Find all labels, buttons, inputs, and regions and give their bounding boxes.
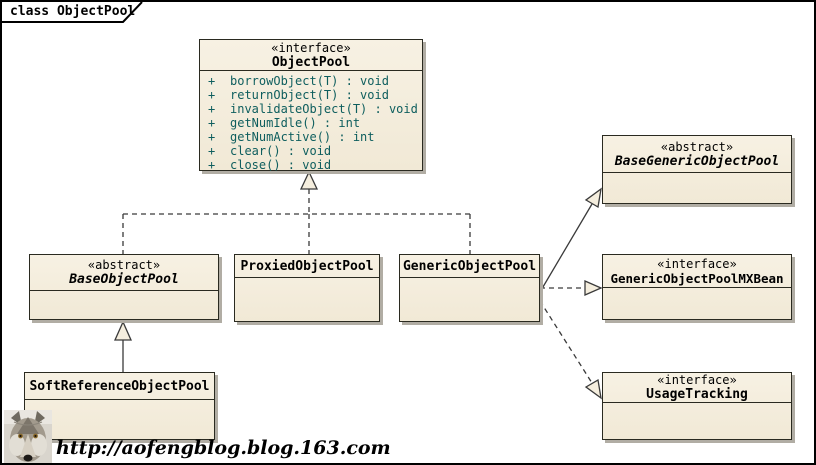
empty-compartment [603,403,791,406]
class-basegenericobjectpool[interactable]: «abstract» BaseGenericObjectPool [602,135,792,204]
method-signature: clear() : void [230,144,332,158]
methods-compartment: + borrowObject(T) : void + returnObject(T)… [200,71,422,172]
empty-compartment [603,288,791,291]
class-genericobjectpoolmxbean[interactable]: «interface» GenericObjectPoolMXBean [602,254,792,320]
empty-compartment [25,400,214,403]
method-row: + clear() : void [200,144,422,158]
stereotype-label: «abstract» [660,139,734,154]
method-row: + invalidateObject(T) : void [200,102,422,116]
method-signature: borrowObject(T) : void [230,74,389,88]
class-name: BaseGenericObjectPool [614,153,780,169]
realization-line-usagetracking [539,300,593,384]
visibility-symbol: + [208,74,216,88]
visibility-symbol: + [208,88,216,102]
stereotype-label: «interface» [271,40,351,55]
empty-compartment [400,278,539,281]
method-row: + borrowObject(T) : void [200,74,422,88]
visibility-symbol: + [208,116,216,130]
class-name: UsageTracking [646,387,748,402]
stereotype-label: «interface» [657,373,737,387]
class-usagetracking[interactable]: «interface» UsageTracking [602,372,792,440]
realization-arrowhead-usagetracking [584,378,602,400]
visibility-symbol: + [208,144,216,158]
class-genericobjectpool[interactable]: GenericObjectPool [399,254,540,322]
method-signature: close() : void [230,158,332,172]
visibility-symbol: + [208,130,216,144]
method-signature: getNumActive() : int [230,130,375,144]
visibility-symbol: + [208,158,216,172]
class-proxiedobjectpool[interactable]: ProxiedObjectPool [234,254,380,322]
class-baseobjectpool[interactable]: «abstract» BaseObjectPool [29,254,219,320]
class-name: ObjectPool [271,54,351,70]
generalization-arrowhead-baseobjectpool [113,320,133,341]
method-signature: returnObject(T) : void [230,88,389,102]
method-row: + getNumIdle() : int [200,116,422,130]
stereotype-label: «abstract» [87,258,161,272]
realization-arrowhead-mxbean [584,280,603,296]
class-name: ProxiedObjectPool [240,258,374,274]
empty-compartment [235,278,379,281]
class-softreferenceobjectpool[interactable]: SoftReferenceObjectPool [24,372,215,440]
empty-compartment [30,291,218,294]
visibility-symbol: + [208,102,216,116]
class-objectpool[interactable]: «interface» ObjectPool + borrowObject(T) … [199,39,423,172]
class-name: GenericObjectPool [402,258,537,274]
method-row: + returnObject(T) : void [200,88,422,102]
generalization-line-basegeneric [539,203,593,293]
stereotype-label: «interface» [657,256,737,271]
method-signature: getNumIdle() : int [230,116,361,130]
class-name: BaseObjectPool [69,272,179,287]
diagram-frame-tab: class ObjectPool [2,2,152,26]
blog-url-watermark[interactable]: http://aofengblog.blog.163.com [56,437,391,459]
method-row: + close() : void [200,158,422,172]
realization-arrowhead-objectpool [299,170,319,190]
empty-compartment [603,173,791,176]
class-name: GenericObjectPoolMXBean [610,270,784,286]
generalization-arrowhead-basegeneric [584,187,602,209]
method-signature: invalidateObject(T) : void [230,102,418,116]
frame-tab-outline [2,2,143,23]
diagram-title: class ObjectPool [10,4,136,19]
wolf-photo [4,410,52,463]
class-name: SoftReferenceObjectPool [29,378,210,394]
method-row: + getNumActive() : int [200,130,422,144]
